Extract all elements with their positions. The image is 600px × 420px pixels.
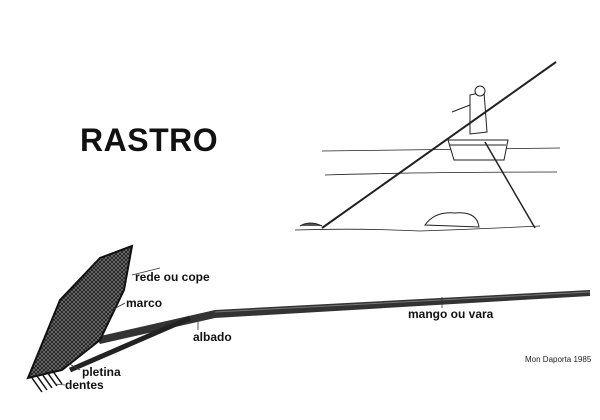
label-handle: mango ou vara [408, 307, 494, 321]
rake-drawing [26, 244, 591, 393]
label-joint: albado [193, 330, 232, 344]
author-credit: Mon Daporta 1985 [525, 355, 592, 364]
fisherman-scene [285, 58, 561, 238]
label-teeth: dentes [65, 378, 104, 392]
label-frame: marco [126, 296, 163, 310]
label-net: rede ou cope [135, 270, 210, 284]
page-title: RASTRO [80, 122, 219, 158]
label-plate: pletina [82, 365, 121, 379]
